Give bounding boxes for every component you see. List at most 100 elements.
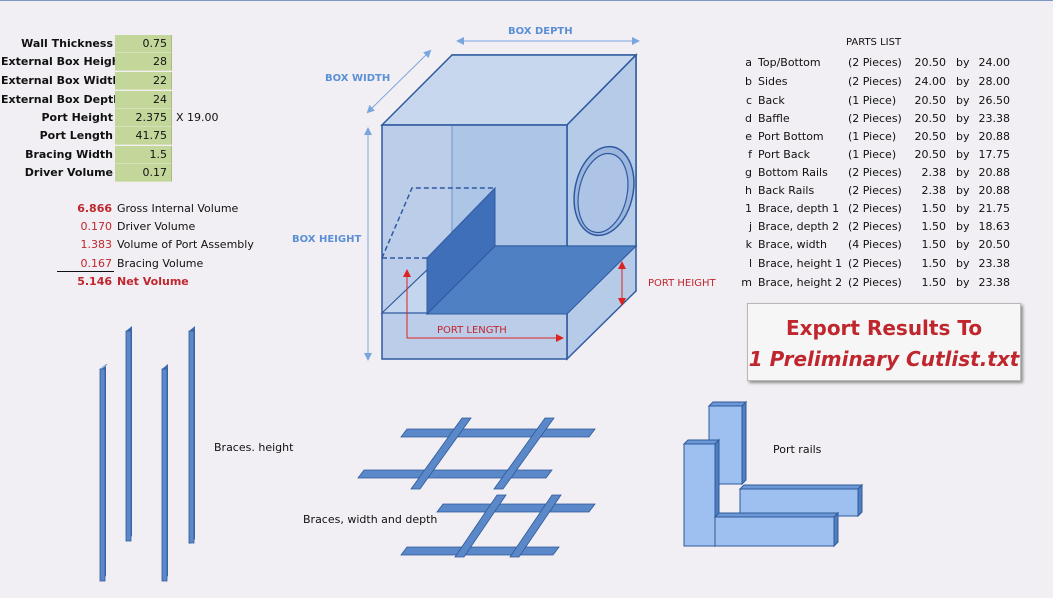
part-dim-a: 1.50 xyxy=(921,257,947,270)
brace-depth-upper-2 xyxy=(493,417,555,490)
box-height-label: BOX HEIGHT xyxy=(292,234,361,245)
box-width-label: BOX WIDTH xyxy=(325,73,390,84)
part-by: by xyxy=(956,166,970,179)
part-qty: (2 Pieces) xyxy=(848,220,902,233)
part-dim-b: 28.00 xyxy=(978,75,1011,88)
volume-row: 1.383 Volume of Port Assembly xyxy=(30,236,270,254)
volume-row: 6.866 Gross Internal Volume xyxy=(30,200,270,218)
net-volume-label: Net Volume xyxy=(117,275,189,288)
brace-height-3 xyxy=(161,364,168,582)
part-id: c xyxy=(745,94,752,107)
part-dim-b: 26.50 xyxy=(978,94,1011,107)
part-qty: (1 Piece) xyxy=(848,130,897,143)
part-dim-b: 24.00 xyxy=(978,56,1011,69)
port-rails-illustration xyxy=(682,400,864,548)
enclosure-diagram: BOX DEPTH BOX WIDTH BOX HEIGHT PORT HEIG… xyxy=(292,26,716,361)
brace-depth-lower-2 xyxy=(509,494,562,558)
braces-height-illustration xyxy=(99,326,195,582)
braces-width-depth-caption: Braces, width and depth xyxy=(303,513,438,526)
part-dim-a: 2.38 xyxy=(921,184,947,197)
input-row-box-width: External Box Width 22 xyxy=(0,72,240,90)
part-id: g xyxy=(745,166,752,179)
part-dim-a: 20.50 xyxy=(914,56,947,69)
volume-label: Bracing Volume xyxy=(117,257,204,270)
volume-value: 6.866 xyxy=(77,202,112,215)
input-label: Wall Thickness xyxy=(21,37,113,50)
part-name: Port Bottom xyxy=(758,130,824,143)
input-row-wall-thickness: Wall Thickness 0.75 xyxy=(0,35,240,53)
net-volume-value: 5.146 xyxy=(77,275,112,288)
part-qty: (2 Pieces) xyxy=(848,56,902,69)
box-depth-label: BOX DEPTH xyxy=(508,26,573,37)
part-name: Brace, height 1 xyxy=(758,257,843,270)
input-label: Port Length xyxy=(39,129,113,142)
part-id: b xyxy=(745,75,752,88)
port-height-label: PORT HEIGHT xyxy=(648,278,716,289)
port-length-label: PORT LENGTH xyxy=(437,325,507,336)
brace-depth-lower-1 xyxy=(454,494,507,558)
part-by: by xyxy=(956,220,970,233)
back-rail-2 xyxy=(682,438,721,548)
wall-thickness-field[interactable]: 0.75 xyxy=(115,35,172,53)
brace-width-lower-1 xyxy=(436,503,596,513)
port-length-field[interactable]: 41.75 xyxy=(115,127,172,145)
part-id: a xyxy=(745,56,752,69)
box-depth-field[interactable]: 24 xyxy=(115,91,172,109)
brace-width-upper-1 xyxy=(400,428,596,438)
box-width-field[interactable]: 22 xyxy=(115,72,172,90)
part-by: by xyxy=(956,202,970,215)
part-dim-b: 23.38 xyxy=(978,112,1011,125)
port-width-value: X 19.00 xyxy=(176,111,219,124)
part-dim-a: 20.50 xyxy=(914,94,947,107)
part-dim-b: 20.50 xyxy=(978,238,1011,251)
part-dim-a: 20.50 xyxy=(914,148,947,161)
part-dim-a: 2.38 xyxy=(921,166,947,179)
driver-volume-field[interactable]: 0.17 xyxy=(115,164,172,182)
port-length-arrow xyxy=(403,269,564,342)
brace-width-upper-2 xyxy=(357,469,553,479)
part-name: Baffle xyxy=(758,112,790,125)
export-button-line1: Export Results To xyxy=(785,316,983,340)
box-height-field[interactable]: 28 xyxy=(115,53,172,71)
export-button-line2: 1 Preliminary Cutlist.txt xyxy=(748,347,1020,371)
part-by: by xyxy=(956,276,970,289)
volume-value: 0.170 xyxy=(80,220,113,233)
part-dim-b: 17.75 xyxy=(978,148,1011,161)
volume-value: 1.383 xyxy=(80,238,113,251)
part-by: by xyxy=(956,130,970,143)
parts-list-title: PARTS LIST xyxy=(846,37,902,48)
bottom-rail-2 xyxy=(713,511,840,548)
part-dim-b: 23.38 xyxy=(978,276,1011,289)
part-qty: (2 Pieces) xyxy=(848,75,902,88)
part-by: by xyxy=(956,56,970,69)
input-row-box-depth: External Box Depth 24 xyxy=(0,91,240,109)
volume-label: Gross Internal Volume xyxy=(117,202,239,215)
part-name: Top/Bottom xyxy=(758,56,821,69)
input-label: External Box Depth xyxy=(1,93,122,106)
part-id: k xyxy=(745,238,752,251)
part-id: j xyxy=(748,220,752,233)
volume-label: Volume of Port Assembly xyxy=(117,238,254,251)
export-results-button[interactable]: Export Results To 1 Preliminary Cutlist.… xyxy=(747,303,1021,381)
part-dim-a: 1.50 xyxy=(921,220,947,233)
part-by: by xyxy=(956,94,970,107)
brace-height-1 xyxy=(99,364,108,582)
brace-height-2 xyxy=(125,326,132,542)
input-label: Bracing Width xyxy=(25,148,113,161)
part-dim-a: 24.00 xyxy=(914,75,947,88)
port-height-field[interactable]: 2.375 xyxy=(115,109,172,127)
part-by: by xyxy=(956,148,970,161)
input-label: External Box Width xyxy=(1,74,121,87)
part-dim-a: 20.50 xyxy=(914,130,947,143)
bracing-width-field[interactable]: 1.5 xyxy=(115,146,172,164)
part-name: Back xyxy=(758,94,785,107)
input-row-box-height: External Box Height 28 xyxy=(0,53,240,71)
part-id: h xyxy=(745,184,752,197)
part-by: by xyxy=(956,75,970,88)
